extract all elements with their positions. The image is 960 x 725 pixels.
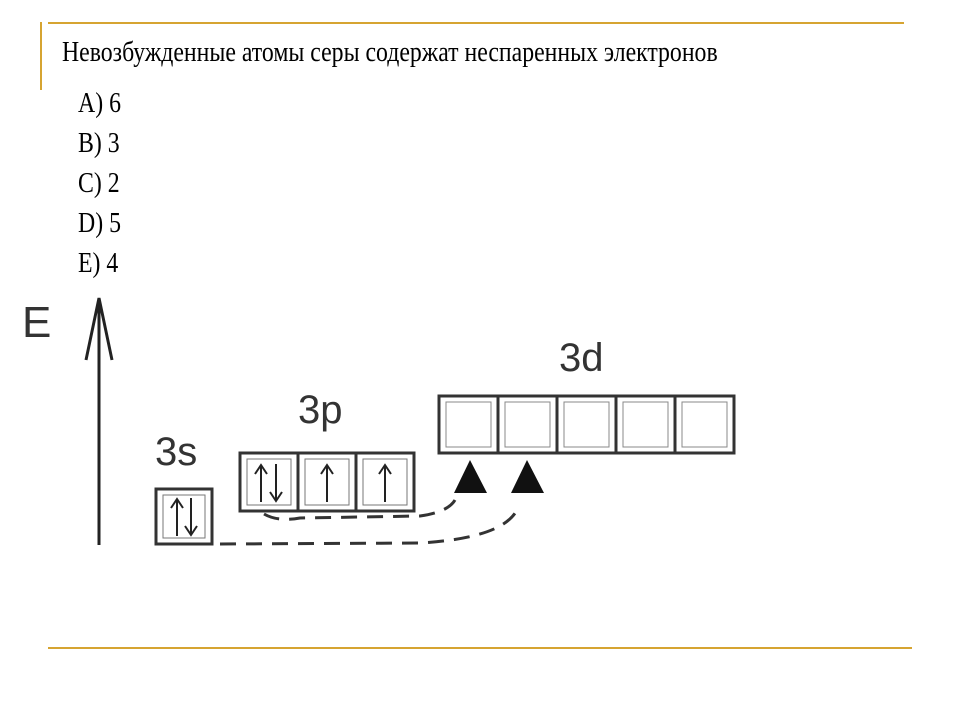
sublevel-3d: 3d	[437, 336, 736, 455]
answer-d: D) 5	[78, 208, 121, 239]
orbital-3s-inner-border	[162, 494, 206, 539]
top-divider	[48, 22, 904, 24]
answer-b: B) 3	[78, 128, 120, 159]
excitation-arrowhead-icon	[511, 460, 544, 493]
sublevel-3p: 3p	[238, 388, 416, 513]
answer-a: A) 6	[78, 88, 121, 119]
answer-list: A) 6 B) 3 C) 2 D) 5 E) 4	[78, 84, 129, 284]
orbital-3p-2-inner-border	[304, 458, 350, 506]
left-divider	[40, 22, 42, 90]
orbital-3d-3-inner-border	[563, 401, 610, 448]
energy-axis: E	[22, 297, 114, 545]
electron-up-arrow-icon	[378, 463, 392, 502]
electron-up-arrow-icon	[254, 463, 268, 502]
orbital-3s-box	[154, 487, 214, 546]
orbital-3d-group	[437, 394, 736, 455]
transition-path-3p-to-3d	[263, 499, 457, 521]
energy-axis-label: E	[22, 298, 51, 347]
energy-axis-arrow-icon	[84, 297, 114, 361]
electron-up-arrow-icon	[320, 463, 334, 502]
question-text: Невозбужденные атомы серы содержат неспа…	[62, 36, 718, 68]
electron-down-arrow-icon	[269, 464, 283, 503]
sublevel-3s: 3s	[154, 430, 214, 546]
bottom-divider	[48, 647, 912, 649]
orbital-3d-4-inner-border	[622, 401, 669, 448]
orbital-3d-5-inner-border	[681, 401, 728, 448]
answer-c: C) 2	[78, 168, 120, 199]
excitation-arrowhead-icon	[454, 460, 487, 493]
orbital-3p-1-inner-border	[246, 458, 292, 506]
sublevel-3d-label: 3d	[559, 336, 604, 380]
electron-down-arrow-icon	[184, 498, 198, 537]
orbital-3p-3-inner-border	[362, 458, 408, 506]
orbital-3d-1-inner-border	[445, 401, 492, 448]
sublevel-3s-label: 3s	[155, 430, 197, 474]
electron-up-arrow-icon	[170, 497, 184, 536]
transition-path-3s-to-3d	[219, 507, 520, 546]
answer-e: E) 4	[78, 248, 119, 279]
orbital-3d-2-inner-border	[504, 401, 551, 448]
sublevel-3p-label: 3p	[298, 388, 343, 432]
